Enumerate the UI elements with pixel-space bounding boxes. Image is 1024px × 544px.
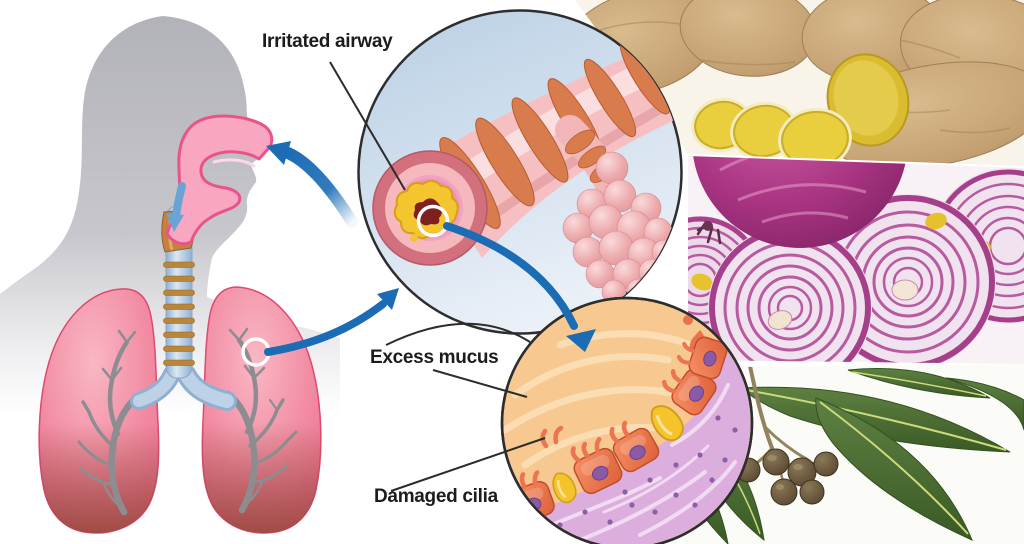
label-irritated-airway: Irritated airway — [262, 31, 393, 52]
trachea-rings — [163, 261, 195, 366]
onion-whole — [692, 156, 908, 248]
magnified-mucosa-circle — [500, 296, 754, 544]
inhale-arrow — [266, 141, 358, 228]
callout-lines — [329, 61, 546, 492]
eucalyptus-leaf — [945, 377, 1024, 431]
bronchial-tree — [77, 327, 298, 516]
callout-excess-mucus-lower — [432, 369, 528, 398]
label-damaged-cilia: Damaged cilia — [374, 486, 498, 507]
label-excess-mucus: Excess mucus — [370, 347, 499, 368]
callout-excess-mucus-upper — [385, 322, 531, 346]
magnified-airway-circle — [357, 9, 683, 335]
goblet-cell — [650, 405, 684, 442]
submucosa-tissue — [510, 330, 751, 544]
callout-damaged-cilia — [390, 437, 546, 492]
cross-section-focus-ring — [416, 204, 450, 238]
callout-irritated-airway — [329, 61, 406, 191]
onion-slice — [708, 226, 872, 364]
crosssection-to-mucosa-arrow — [443, 222, 596, 352]
eucalyptus-leaf — [740, 386, 1011, 453]
trachea — [130, 205, 237, 411]
ginger-root-photo — [575, 0, 1024, 166]
eucalyptus-leaf — [815, 397, 973, 541]
red-onion-slices-photo — [688, 156, 1024, 364]
lung-to-circle-arrow — [264, 288, 399, 356]
nasal-cavity — [165, 114, 274, 246]
goblet-cell — [552, 472, 577, 504]
tissue-dots — [557, 415, 738, 528]
throat-airflow-arrow — [166, 182, 186, 232]
